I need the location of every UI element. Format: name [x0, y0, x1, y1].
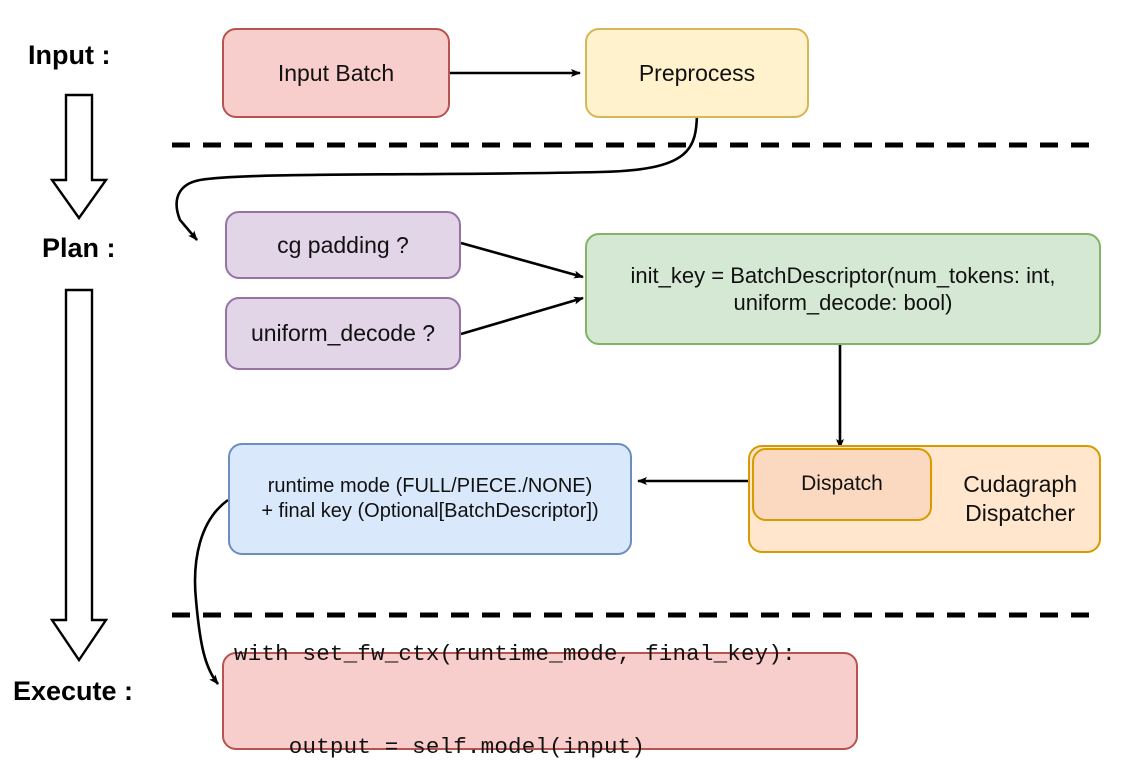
node-uniform-decode-label: uniform_decode ?: [250, 320, 436, 347]
stage-label-input: Input :: [28, 40, 111, 70]
node-uniform-decode[interactable]: uniform_decode ?: [225, 297, 461, 370]
stage-label-plan: Plan :: [42, 233, 116, 263]
node-input-batch-label: Input Batch: [277, 59, 395, 86]
node-runtime-mode-line1: runtime mode (FULL/PIECE./NONE): [267, 475, 593, 497]
edge-preprocess-to-cg-padding: [175, 109, 699, 241]
edge-uniform-decode-to-init-key: [460, 296, 584, 336]
node-runtime-mode[interactable]: runtime mode (FULL/PIECE./NONE) + final …: [228, 443, 632, 555]
node-code-line1: with set_fw_ctx(runtime_mode, final_key)…: [234, 640, 796, 667]
node-init-key-line2: uniform_decode: bool): [733, 290, 953, 315]
node-dispatch-label: Dispatch: [801, 472, 883, 496]
node-preprocess-label: Preprocess: [638, 59, 756, 86]
node-cudagraph-dispatcher-line2: Dispatcher: [965, 500, 1076, 526]
flow-arrow-input-to-plan: [49, 93, 109, 221]
node-preprocess[interactable]: Preprocess: [585, 28, 809, 118]
node-dispatch[interactable]: Dispatch: [752, 448, 932, 521]
node-cg-padding-label: cg padding ?: [277, 231, 409, 258]
node-code-line2: output = self.model(input): [234, 734, 646, 761]
node-code-block[interactable]: with set_fw_ctx(runtime_mode, final_key)…: [222, 641, 858, 760]
node-cudagraph-dispatcher-line1: Cudagraph: [963, 471, 1077, 498]
stage-label-execute: Execute :: [13, 676, 134, 706]
node-runtime-mode-line2: + final key (Optional[BatchDescriptor]): [261, 500, 599, 522]
node-cg-padding[interactable]: cg padding ?: [225, 211, 461, 279]
edge-runtime-mode-to-code: [193, 498, 229, 685]
edge-cg-padding-to-init-key: [460, 241, 584, 279]
flow-arrow-plan-to-execute: [49, 288, 109, 663]
node-init-key[interactable]: init_key = BatchDescriptor(num_tokens: i…: [585, 233, 1101, 345]
node-input-batch[interactable]: Input Batch: [222, 28, 450, 118]
node-init-key-line1: init_key = BatchDescriptor(num_tokens: i…: [630, 262, 1056, 288]
